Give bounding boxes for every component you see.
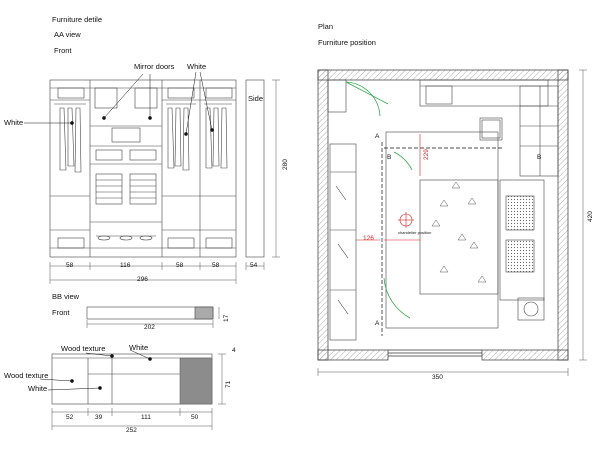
bb-top-small-dim: 4 bbox=[232, 347, 236, 354]
side-label: Side bbox=[248, 94, 264, 103]
bb-sideboard bbox=[51, 353, 213, 405]
side-depth-dim: 54 bbox=[250, 262, 258, 269]
section-a-top: A bbox=[375, 133, 380, 140]
bb-view-title: BB view bbox=[52, 292, 80, 301]
aa-callout-leaders bbox=[24, 71, 214, 136]
aa-dim-4: 58 bbox=[212, 262, 220, 269]
plan-walls bbox=[317, 69, 569, 361]
aa-front-label: Front bbox=[54, 46, 72, 55]
bb-dim-2: 39 bbox=[95, 414, 103, 421]
bb-sideboard-height-dim: 71 bbox=[225, 380, 232, 388]
plan-dimension-lines bbox=[317, 69, 587, 376]
bb-dimension-lines bbox=[86, 307, 220, 328]
bb-callout-leaders bbox=[39, 349, 152, 391]
wardrobe-front bbox=[49, 79, 265, 258]
plan-furniture bbox=[327, 79, 559, 341]
bb-sideboard-dims bbox=[51, 353, 226, 430]
plan-title: Plan bbox=[318, 22, 334, 31]
aa-view-title: AA view bbox=[54, 30, 81, 39]
plan-subtitle: Furniture position bbox=[318, 38, 376, 47]
white-top-callout: White bbox=[187, 62, 207, 71]
plan-red-dimensions bbox=[356, 134, 421, 241]
bb-front-label: Front bbox=[52, 308, 70, 317]
chandelier-note: chandelier position bbox=[398, 230, 432, 235]
aa-dim-2: 116 bbox=[120, 262, 131, 269]
white-left-bb-callout: White bbox=[28, 384, 48, 393]
aa-height-dim: 280 bbox=[282, 159, 289, 170]
plan-section-lines bbox=[381, 142, 504, 336]
bb-width-dim: 202 bbox=[144, 324, 155, 331]
aa-dim-1: 58 bbox=[66, 262, 74, 269]
bb-front-panel bbox=[86, 306, 214, 320]
plan-bed-marks bbox=[431, 181, 487, 283]
bb-total-dim: 252 bbox=[126, 427, 137, 434]
bb-dim-1: 52 bbox=[66, 414, 74, 421]
plan-right-dim: 420 bbox=[587, 211, 594, 222]
bb-dim-3: 111 bbox=[141, 414, 151, 421]
section-b-right: B bbox=[537, 154, 542, 161]
wood-texture-top-callout: Wood texture bbox=[61, 344, 106, 353]
section-a-bottom: A bbox=[375, 320, 380, 327]
aa-total-dim: 296 bbox=[137, 276, 148, 283]
plan-door-swings bbox=[345, 81, 413, 319]
white-left-callout: White bbox=[4, 118, 24, 127]
aa-dimension-lines bbox=[49, 79, 280, 284]
plan-red-dim-229: 229 bbox=[423, 149, 430, 160]
bb-height-dim: 17 bbox=[223, 314, 230, 322]
aa-dim-3: 58 bbox=[176, 262, 184, 269]
furniture-detail-title: Furniture detile bbox=[52, 15, 103, 24]
mirror-doors-callout: Mirror doors bbox=[134, 62, 175, 71]
bb-dim-4: 50 bbox=[191, 414, 199, 421]
plan-red-dim-126: 126 bbox=[363, 235, 374, 242]
white-top-bb-callout: White bbox=[129, 343, 149, 352]
section-b-left: B bbox=[387, 154, 392, 161]
wood-texture-left-callout: Wood texture bbox=[4, 371, 49, 380]
plan-bottom-dim: 350 bbox=[432, 374, 443, 381]
